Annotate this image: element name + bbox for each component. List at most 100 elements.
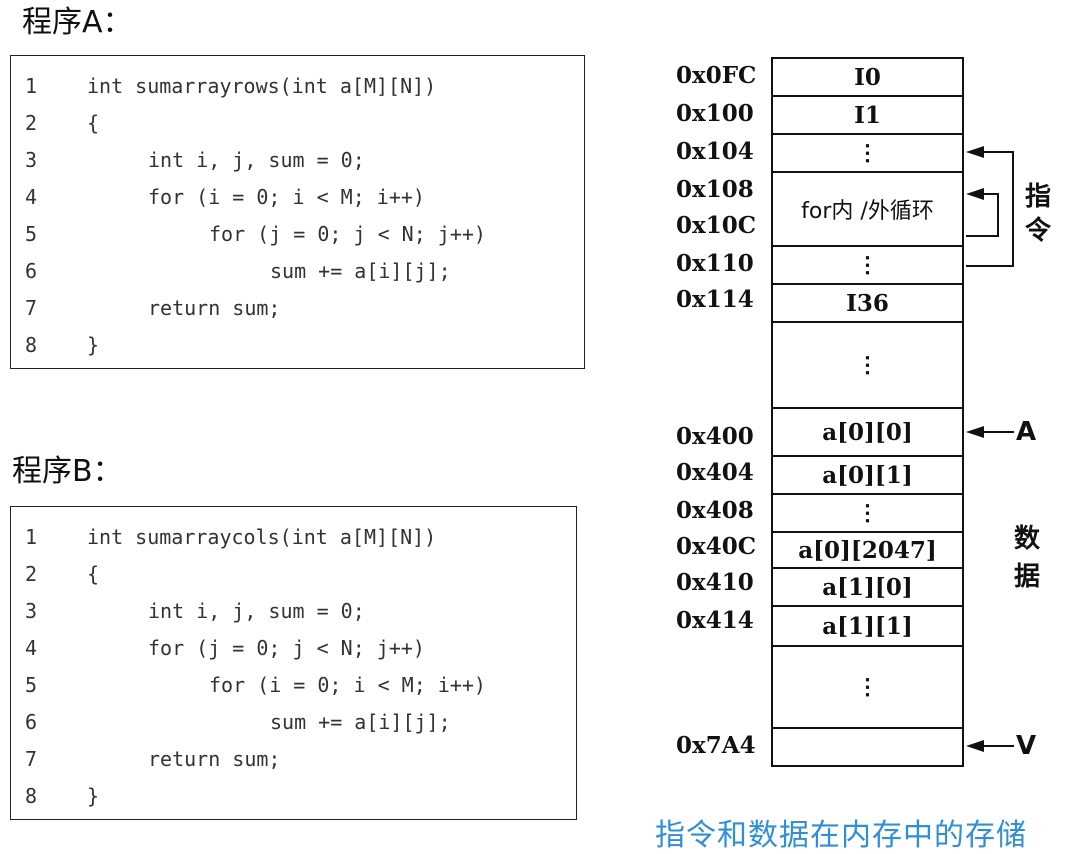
memory-cell-label: I0 xyxy=(854,63,881,91)
memory-cell: ⋮ xyxy=(771,133,964,171)
code-line: 5 for (i = 0; i < M; i++) xyxy=(11,667,576,704)
line-code: sum += a[i][j]; xyxy=(270,259,451,283)
line-code: { xyxy=(87,562,100,586)
memory-cell: ⋮ xyxy=(771,493,964,531)
memory-address: 0x110 xyxy=(676,250,754,277)
memory-cell-label: for内 /外循环 xyxy=(801,199,934,224)
memory-address: 0x400 xyxy=(676,423,754,450)
code-line: 3 int i, j, sum = 0; xyxy=(11,142,584,179)
memory-address: 0x10C xyxy=(676,212,757,239)
line-number: 6 xyxy=(25,259,38,283)
line-code: { xyxy=(87,111,100,135)
line-number: 1 xyxy=(25,525,38,549)
memory-cell: I36 xyxy=(771,283,964,321)
line-code: for (j = 0; j < N; j++) xyxy=(209,222,486,246)
line-number: 2 xyxy=(25,111,38,135)
pointer-a-label: A xyxy=(1016,417,1037,447)
line-code: return sum; xyxy=(148,296,281,320)
memory-cell-label: ⋮ xyxy=(856,140,879,166)
code-line: 8} xyxy=(11,778,576,815)
line-code: for (j = 0; j < N; j++) xyxy=(148,636,425,660)
line-code: int i, j, sum = 0; xyxy=(148,148,365,172)
line-code: int sumarrayrows(int a[M][N]) xyxy=(87,74,437,98)
memory-cell: I0 xyxy=(771,57,964,95)
memory-address: 0x100 xyxy=(676,100,754,127)
memory-address: 0x7A4 xyxy=(676,732,756,759)
line-number: 2 xyxy=(25,562,38,586)
program-b-title: 程序B： xyxy=(12,454,123,489)
memory-cell: for内 /外循环 xyxy=(771,171,964,245)
code-line: 2{ xyxy=(11,556,576,593)
memory-address: 0x408 xyxy=(676,497,754,524)
pointer-v-label: V xyxy=(1016,731,1037,761)
pointer-v-head xyxy=(966,740,984,752)
code-line: 4 for (j = 0; j < N; j++) xyxy=(11,630,576,667)
instruction-label-1: 指 xyxy=(1025,182,1052,212)
memory-cell-label: ⋮ xyxy=(856,500,879,526)
program-a-title: 程序A： xyxy=(22,5,133,40)
memory-cell-label: ⋮ xyxy=(856,252,879,278)
memory-cell-label: I36 xyxy=(846,289,889,317)
code-line: 4 for (i = 0; i < M; i++) xyxy=(11,179,584,216)
line-code: for (i = 0; i < M; i++) xyxy=(148,185,425,209)
line-number: 4 xyxy=(25,185,38,209)
line-number: 3 xyxy=(25,148,38,172)
line-code: } xyxy=(87,784,100,808)
arrow-head-inner xyxy=(966,188,984,200)
code-line: 7 return sum; xyxy=(11,741,576,778)
memory-cell: ⋮ xyxy=(771,645,964,727)
memory-address: 0x404 xyxy=(676,459,754,486)
memory-address: 0x114 xyxy=(676,286,754,313)
pointer-a-head xyxy=(966,426,984,438)
memory-cell-label: a[0][1] xyxy=(822,461,913,489)
code-line: 6 sum += a[i][j]; xyxy=(11,253,584,290)
line-code: return sum; xyxy=(148,747,281,771)
memory-address: 0x410 xyxy=(676,569,754,596)
line-number: 6 xyxy=(25,710,38,734)
data-label-1: 数 xyxy=(1014,524,1041,554)
memory-cell-label: ⋮ xyxy=(856,674,879,700)
memory-cell-label: a[0][2047] xyxy=(798,536,937,564)
memory-cell: ⋮ xyxy=(771,321,964,407)
instruction-label-2: 令 xyxy=(1025,216,1052,246)
memory-address: 0x40C xyxy=(676,533,757,560)
line-number: 5 xyxy=(25,222,38,246)
line-number: 8 xyxy=(25,784,38,808)
memory-address: 0x104 xyxy=(676,138,754,165)
memory-address: 0x0FC xyxy=(676,62,757,89)
instruction-loop-inner xyxy=(966,193,999,237)
line-number: 7 xyxy=(25,296,38,320)
memory-cell: a[0][0] xyxy=(771,407,964,455)
memory-cell: a[0][2047] xyxy=(771,531,964,567)
memory-cell: ⋮ xyxy=(771,245,964,283)
data-label-2: 据 xyxy=(1014,562,1041,592)
code-line: 7 return sum; xyxy=(11,290,584,327)
instruction-loop-outer xyxy=(966,151,1014,267)
code-line: 5 for (j = 0; j < N; j++) xyxy=(11,216,584,253)
memory-cell-label: ⋮ xyxy=(856,352,879,378)
memory-cell: a[1][0] xyxy=(771,567,964,605)
memory-address: 0x414 xyxy=(676,607,754,634)
line-number: 3 xyxy=(25,599,38,623)
memory-cell: a[1][1] xyxy=(771,605,964,645)
line-code: for (i = 0; i < M; i++) xyxy=(209,673,486,697)
code-line: 2{ xyxy=(11,105,584,142)
line-code: int i, j, sum = 0; xyxy=(148,599,365,623)
memory-cell: I1 xyxy=(771,95,964,133)
line-number: 8 xyxy=(25,333,38,357)
line-number: 7 xyxy=(25,747,38,771)
memory-cell-label: a[0][0] xyxy=(822,418,913,446)
line-number: 4 xyxy=(25,636,38,660)
line-number: 5 xyxy=(25,673,38,697)
code-line: 3 int i, j, sum = 0; xyxy=(11,593,576,630)
code-line: 1 int sumarraycols(int a[M][N]) xyxy=(11,519,576,556)
memory-cell-label: I1 xyxy=(854,101,881,129)
memory-cell xyxy=(771,727,964,767)
arrow-head-outer xyxy=(966,146,984,158)
code-line: 8} xyxy=(11,327,584,364)
line-code: int sumarraycols(int a[M][N]) xyxy=(87,525,437,549)
